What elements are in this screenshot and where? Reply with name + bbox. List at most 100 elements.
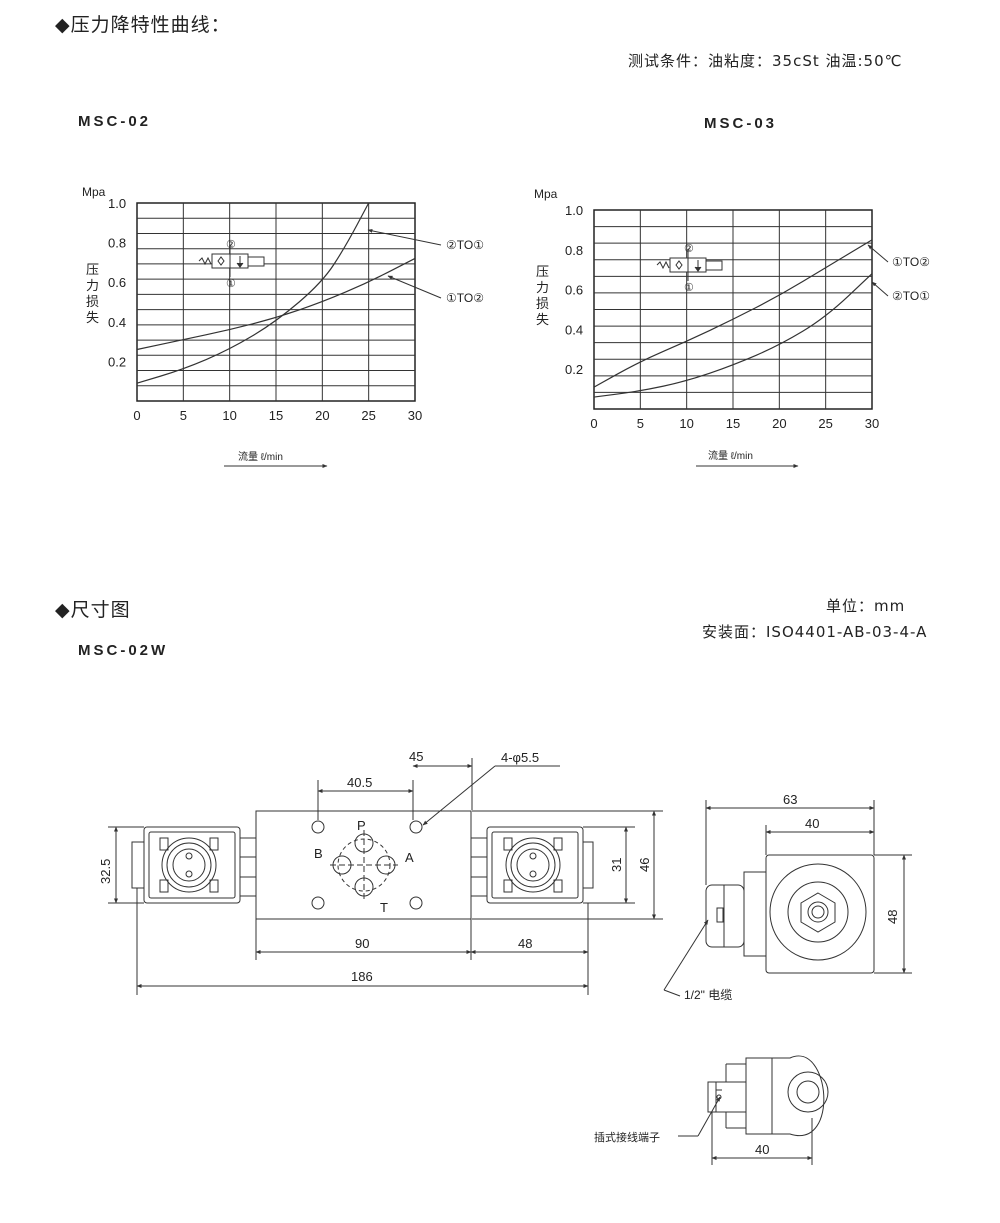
- cable-label: 1/2" 电缆: [684, 988, 732, 1002]
- dim-48: 48: [518, 936, 532, 951]
- chart1-y-title-1: 压: [86, 262, 99, 277]
- chart1-port-bottom: ①: [226, 278, 236, 290]
- dim-holes: 4-φ5.5: [501, 750, 539, 765]
- chart1-port-top: ②: [226, 239, 236, 251]
- left-solenoid-nut: [239, 837, 257, 897]
- dim-186: 186: [351, 969, 373, 984]
- x-tick-label: 5: [637, 416, 644, 431]
- chart2-y-title: 压 力 损 失: [536, 264, 549, 327]
- x-tick-label: 10: [222, 408, 236, 423]
- chart2-label-leader-2: [871, 281, 889, 297]
- chart1-label-leader-2: [387, 275, 442, 299]
- x-tick-label: 25: [361, 408, 375, 423]
- y-tick-label: 0.6: [565, 283, 583, 298]
- y-tick-label: 1.0: [108, 196, 126, 211]
- y-tick-label: 0.6: [108, 275, 126, 290]
- chart2-x-title: 流量 ℓ/min: [708, 449, 753, 462]
- front-view-drawing: [108, 758, 663, 995]
- side-body: [765, 854, 875, 974]
- chart2-curve-label-2: ②TO①: [892, 289, 930, 303]
- chart1-grid: [136, 202, 416, 402]
- x-tick-label: 15: [269, 408, 283, 423]
- mounting-surface-label: 安装面：ISO4401-AB-03-4-A: [702, 623, 928, 641]
- chart1-y-title: 压 力 损 失: [86, 262, 99, 325]
- chart1-label-leader-1: [367, 228, 442, 246]
- mount-hole-3: [311, 896, 325, 910]
- chart2-port-top: ②: [684, 243, 694, 255]
- chart2-port-bottom: ①: [684, 282, 694, 294]
- y-tick-label: 0.4: [108, 315, 126, 330]
- side-coil-ring: [769, 863, 867, 961]
- terminal-view-drawing: [678, 1055, 829, 1165]
- mount-hole-4: [409, 896, 423, 910]
- x-tick-label: 30: [408, 408, 422, 423]
- y-tick-label: 0.8: [108, 236, 126, 251]
- chart1-valve-symbol-icon: ② ①: [198, 239, 265, 290]
- right-solenoid-nut: [470, 837, 488, 897]
- x-tick-label: 25: [818, 416, 832, 431]
- x-tick-label: 0: [590, 416, 597, 431]
- dim-48-side: 48: [885, 910, 900, 924]
- side-connector: [705, 884, 745, 948]
- chart2-grid: [593, 209, 873, 410]
- chart2-valve-symbol-icon: ② ①: [656, 243, 723, 294]
- dim-31: 31: [609, 858, 624, 872]
- chart2-model: MSC-03: [704, 115, 778, 132]
- y-tick-label: 0.2: [565, 362, 583, 377]
- chart1-y-ticks: 1.0 0.8 0.6 0.4 0.2: [108, 196, 126, 369]
- side-view-labels: 63 40 48 1/2" 电缆: [684, 792, 900, 1002]
- terminal-view-labels: 40 插式接线端子: [594, 1130, 769, 1157]
- chart1-x-title: 流量 ℓ/min: [238, 450, 283, 463]
- unit-label: 单位：mm: [826, 597, 906, 615]
- port-b-label: B: [314, 846, 323, 861]
- dim-90: 90: [355, 936, 369, 951]
- terminal-coil: [772, 1055, 825, 1137]
- dim-32-5: 32.5: [98, 859, 113, 884]
- y-tick-label: 0.8: [565, 243, 583, 258]
- chart1-series: [136, 202, 416, 384]
- dim-40: 40: [805, 816, 819, 831]
- chart1-y-unit: Mpa: [82, 185, 106, 199]
- side-view-drawing: [663, 800, 912, 997]
- x-tick-label: 5: [180, 408, 187, 423]
- chart2-label-leader-1: [867, 244, 889, 263]
- right-solenoid-cap: [582, 841, 594, 889]
- test-condition: 测试条件：油粘度：35cSt 油温:50℃: [628, 52, 903, 70]
- dim-40-bottom: 40: [755, 1142, 769, 1157]
- dim-46: 46: [637, 858, 652, 872]
- chart1-y-title-2: 力: [86, 278, 99, 293]
- series-line-2: [593, 273, 873, 398]
- series-line-1: [136, 202, 370, 384]
- side-coil-cap: [743, 871, 767, 957]
- right-connector-icon: [505, 837, 561, 893]
- left-solenoid-cap: [131, 841, 145, 889]
- mount-hole-1: [311, 820, 325, 834]
- y-tick-label: 0.4: [565, 322, 583, 337]
- chart2-y-ticks: 1.0 0.8 0.6 0.4 0.2: [565, 203, 583, 377]
- y-tick-label: 0.2: [108, 354, 126, 369]
- terminal-pins: [707, 1081, 747, 1113]
- port-t-label: T: [380, 900, 388, 915]
- chart1-y-title-4: 失: [86, 310, 99, 325]
- x-tick-label: 20: [772, 416, 786, 431]
- dim-63: 63: [783, 792, 797, 807]
- chart1-y-title-3: 损: [86, 294, 99, 309]
- dim-45: 45: [409, 749, 423, 764]
- chart1-model: MSC-02: [78, 113, 152, 130]
- y-tick-label: 1.0: [565, 203, 583, 218]
- section-title-pressure-curves: ◆压力降特性曲线：: [55, 14, 231, 36]
- series-line-1: [593, 239, 873, 388]
- x-tick-label: 15: [726, 416, 740, 431]
- chart2-y-title-2: 力: [536, 280, 549, 295]
- dim-40-5: 40.5: [347, 775, 372, 790]
- port-a-label: A: [405, 850, 414, 865]
- chart2-y-title-1: 压: [536, 264, 549, 279]
- chart2-y-title-3: 损: [536, 296, 549, 311]
- chart1-curve-label-1: ②TO①: [446, 238, 484, 252]
- terminal-block: [745, 1057, 773, 1135]
